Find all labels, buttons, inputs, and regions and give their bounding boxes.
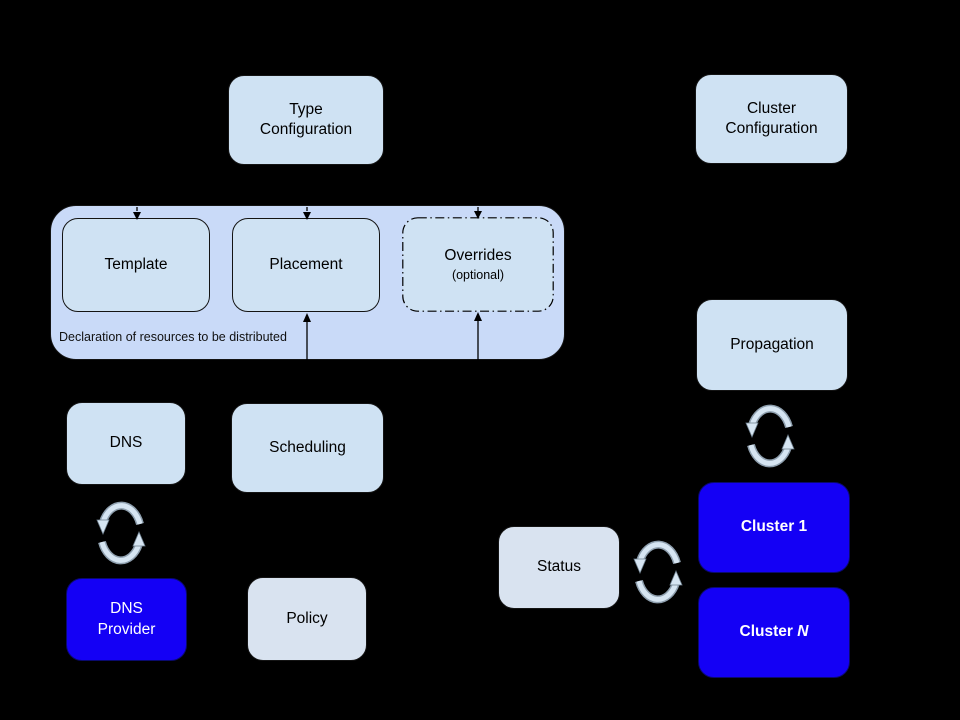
- node-policy: Policy: [247, 577, 367, 661]
- node-cluster-configuration: Cluster Configuration: [695, 74, 848, 164]
- node-scheduling: Scheduling: [231, 403, 384, 493]
- cluster-n-prefix: Cluster: [739, 623, 798, 641]
- node-label: Type Configuration: [259, 100, 353, 138]
- node-label: Policy: [286, 609, 328, 627]
- node-overrides: Overrides (optional): [402, 217, 554, 312]
- node-propagation: Propagation: [696, 299, 848, 391]
- node-label: Propagation: [730, 335, 814, 353]
- node-type-configuration: Type Configuration: [228, 75, 384, 165]
- node-cluster-n: Cluster N: [698, 587, 850, 678]
- node-label: DNS: [109, 434, 143, 452]
- node-cluster-1: Cluster 1: [698, 482, 850, 573]
- node-status: Status: [498, 526, 620, 609]
- node-label: Scheduling: [269, 438, 346, 456]
- sync-arrows-icon: [745, 404, 795, 468]
- sync-arrows-icon: [633, 540, 683, 604]
- declaration-caption: Declaration of resources to be distribut…: [59, 330, 287, 344]
- node-label: Cluster 1: [740, 518, 808, 536]
- node-label: Placement: [269, 255, 343, 273]
- cluster-n-emphasis: N: [797, 623, 809, 641]
- node-label-wrap: Overrides (optional): [444, 246, 511, 283]
- node-label: DNS Provider: [97, 600, 156, 638]
- node-label: Cluster N: [740, 622, 809, 642]
- node-label: Status: [537, 558, 581, 576]
- node-label: Cluster Configuration: [725, 99, 818, 137]
- node-template: Template: [62, 218, 210, 312]
- node-label: Template: [104, 255, 168, 273]
- sync-arrows-icon: [96, 501, 146, 565]
- node-label: Overrides: [444, 246, 512, 264]
- node-placement: Placement: [232, 218, 380, 312]
- optional-note: (optional): [451, 267, 505, 282]
- node-dns-provider: DNS Provider: [66, 578, 187, 661]
- node-dns: DNS: [66, 402, 186, 485]
